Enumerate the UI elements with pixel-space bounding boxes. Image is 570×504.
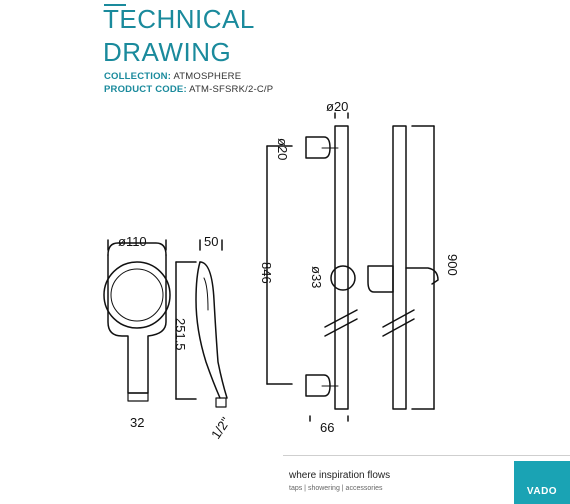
product-code-row: PRODUCT CODE: ATM-SFSRK/2-C/P bbox=[104, 84, 273, 95]
footer-subline: taps | showering | accessories bbox=[289, 485, 383, 492]
page-title-line1: TECHNICAL bbox=[103, 4, 255, 34]
dim-handset-diameter: ø110 bbox=[118, 234, 147, 249]
dim-hose-thread: 1/2" bbox=[208, 414, 233, 442]
vado-logo: VADO bbox=[514, 461, 570, 504]
dim-slider-diameter: ø33 bbox=[309, 266, 324, 288]
dim-handset-depth: 50 bbox=[204, 234, 218, 249]
logo-text: VADO bbox=[526, 486, 558, 497]
rail-side-view bbox=[367, 125, 439, 410]
footer-tagline: where inspiration flows bbox=[289, 470, 391, 481]
title-rule bbox=[104, 4, 126, 6]
handset-front-view bbox=[103, 239, 171, 402]
dim-bracket-top: ø20 bbox=[275, 138, 290, 160]
product-code-value: ATM-SFSRK/2-C/P bbox=[189, 84, 274, 95]
dim-rail-length: 900 bbox=[445, 254, 460, 276]
product-code-label: PRODUCT CODE: bbox=[104, 84, 187, 95]
collection-value: ATMOSPHERE bbox=[173, 71, 242, 82]
collection-row: COLLECTION: ATMOSPHERE bbox=[104, 71, 241, 82]
dim-handle-width: 32 bbox=[130, 415, 144, 430]
dim-handset-length: 251.5 bbox=[173, 318, 188, 351]
header: TECHNICAL DRAWING COLLECTION: ATMOSPHERE… bbox=[0, 0, 570, 110]
page-title-line2: DRAWING bbox=[103, 37, 232, 67]
dim-rail-centers: 846 bbox=[259, 262, 274, 284]
rail-front-view bbox=[266, 112, 358, 422]
footer: where inspiration flows taps | showering… bbox=[0, 455, 570, 504]
dim-bracket-projection: 66 bbox=[320, 420, 334, 435]
dim-rail-diameter: ø20 bbox=[326, 99, 348, 114]
collection-label: COLLECTION: bbox=[104, 71, 172, 82]
footer-rule bbox=[283, 455, 570, 456]
handset-side-view bbox=[175, 239, 228, 408]
